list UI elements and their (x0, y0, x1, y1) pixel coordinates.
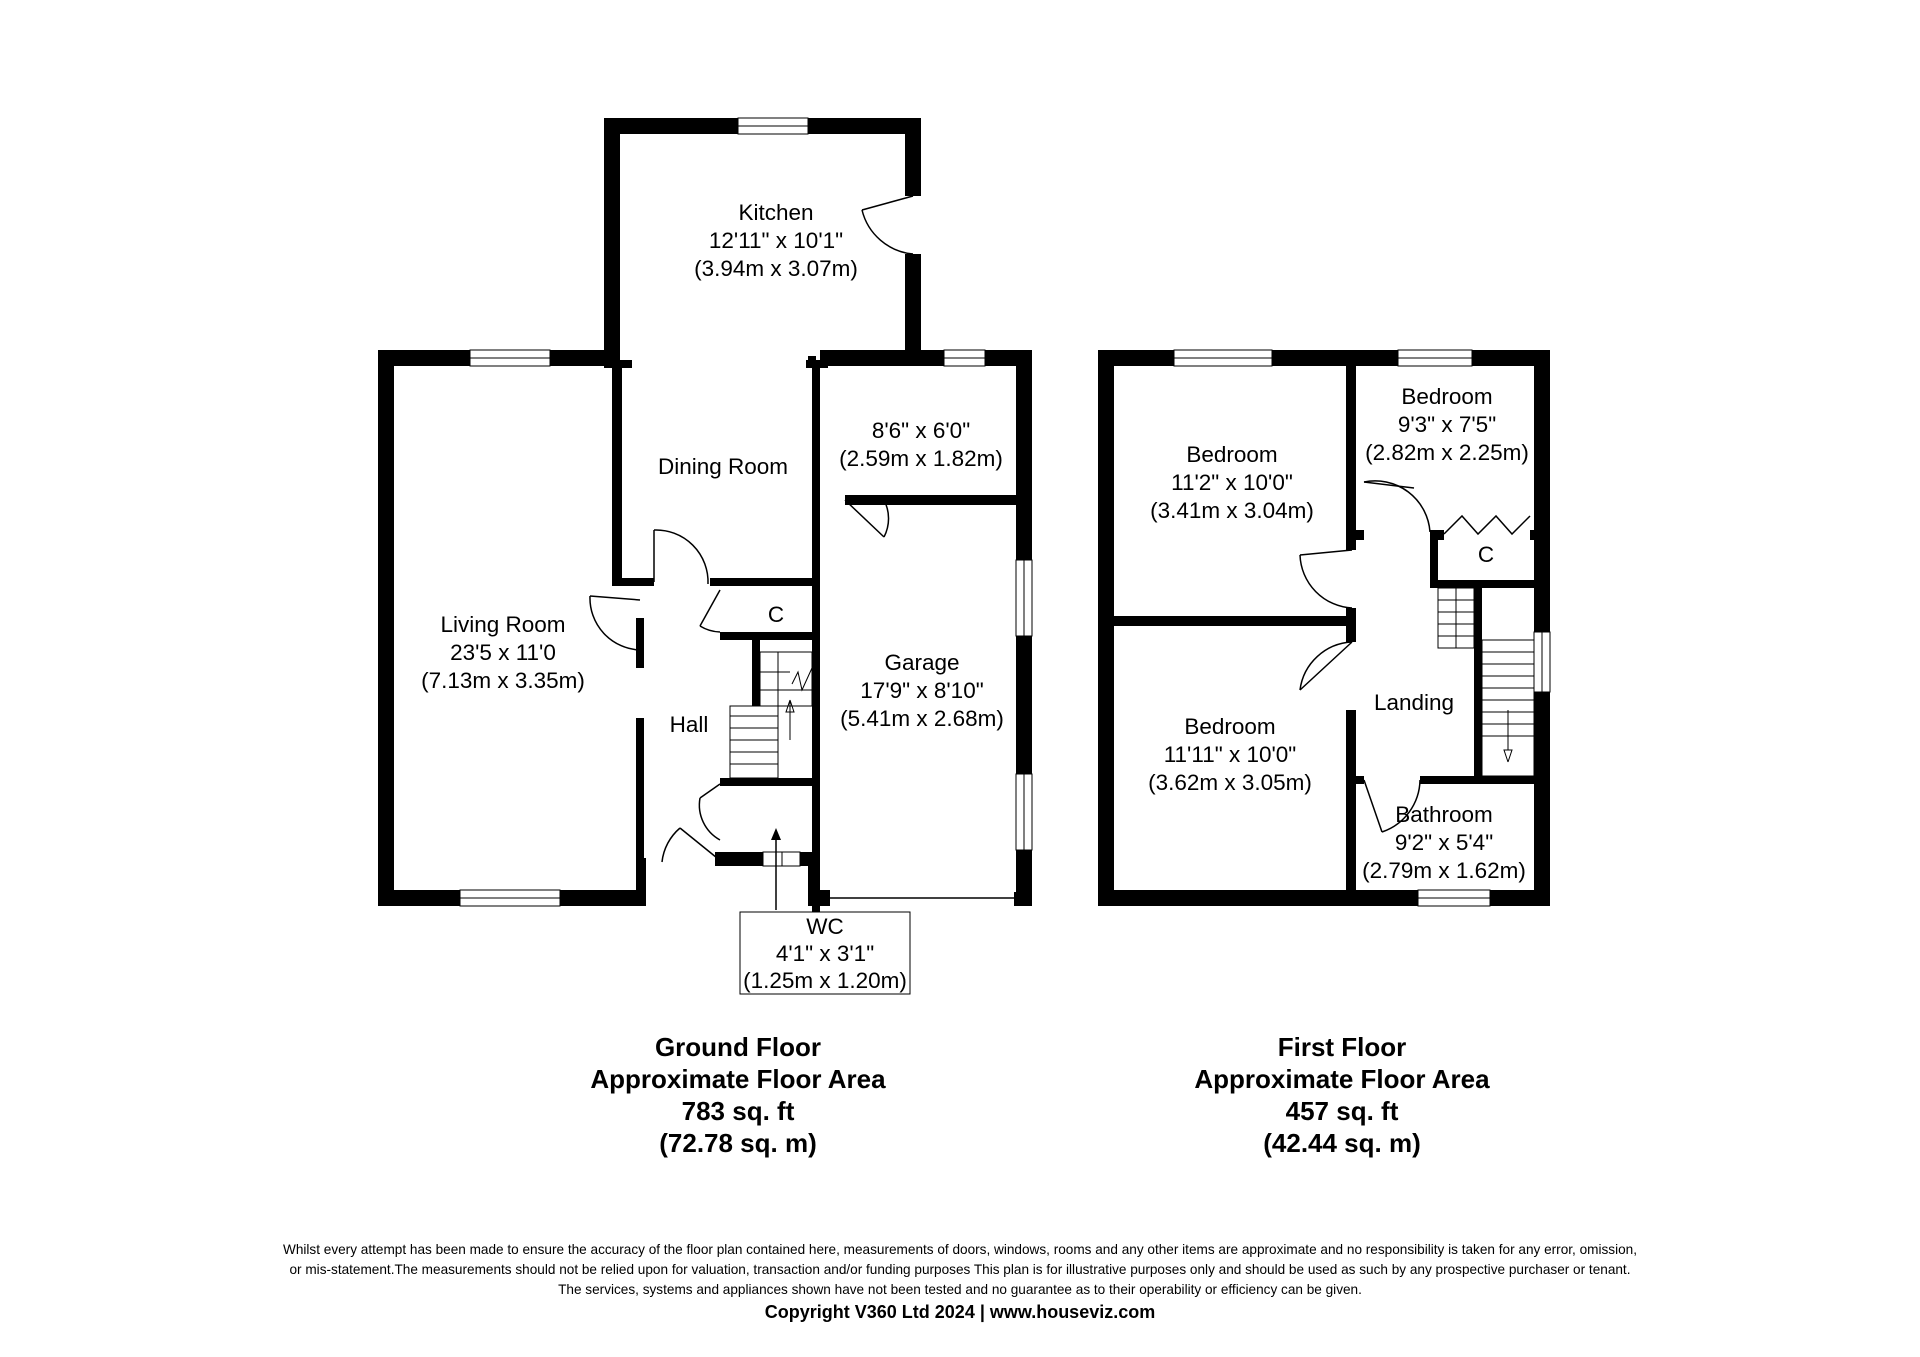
gf-cupboard-label: C (768, 602, 784, 627)
garage-metric: (5.41m x 2.68m) (840, 706, 1004, 731)
ff-cupboard-label: C (1478, 542, 1494, 567)
ground-floor-subtitle: Approximate Floor Area (590, 1064, 886, 1094)
garage-imperial: 17'9" x 8'10" (860, 678, 983, 703)
bedroom-1-imperial: 11'2" x 10'0" (1171, 470, 1293, 495)
stairs (729, 587, 1535, 779)
first-floor-walls (1098, 350, 1550, 906)
wc-imperial: 4'1" x 3'1" (776, 941, 874, 966)
landing-name: Landing (1374, 690, 1454, 715)
windows (459, 117, 1551, 907)
kitchen-metric: (3.94m x 3.07m) (694, 256, 858, 281)
ground-floor-walls (378, 118, 1032, 960)
copyright: Copyright V360 Ltd 2024 | www.houseviz.c… (764, 1302, 1156, 1322)
wc-metric: (1.25m x 1.20m) (743, 968, 907, 993)
disclaimer-line: The services, systems and appliances sho… (558, 1282, 1362, 1297)
first-floor-area-imperial: 457 sq. ft (1286, 1096, 1399, 1126)
first-floor-area-metric: (42.44 sq. m) (1263, 1128, 1421, 1158)
utility-imperial: 8'6" x 6'0" (872, 418, 970, 443)
disclaimer-line: or mis-statement.The measurements should… (289, 1262, 1631, 1277)
kitchen-imperial: 12'11" x 10'1" (709, 228, 843, 253)
bedroom-3-metric: (3.62m x 3.05m) (1148, 770, 1312, 795)
bedroom-3-name: Bedroom (1184, 714, 1275, 739)
ground-floor-title: Ground Floor (655, 1032, 821, 1062)
bedroom-2-metric: (2.82m x 2.25m) (1365, 440, 1529, 465)
wc-label-box (739, 911, 911, 995)
wc-name: WC (806, 914, 844, 939)
bathroom-imperial: 9'2" x 5'4" (1395, 830, 1493, 855)
bedroom-3-imperial: 11'11" x 10'0" (1164, 742, 1297, 767)
garage-name: Garage (884, 650, 959, 675)
doors (589, 195, 1531, 863)
utility-metric: (2.59m x 1.82m) (839, 446, 1003, 471)
bathroom-metric: (2.79m x 1.62m) (1362, 858, 1526, 883)
hall-name: Hall (670, 712, 709, 737)
living-room-imperial: 23'5 x 11'0 (450, 640, 556, 665)
bedroom-1-name: Bedroom (1186, 442, 1277, 467)
bedroom-1-metric: (3.41m x 3.04m) (1150, 498, 1314, 523)
ground-floor-area-metric: (72.78 sq. m) (659, 1128, 817, 1158)
bathroom-name: Bathroom (1395, 802, 1493, 827)
first-floor-title: First Floor (1278, 1032, 1407, 1062)
dining-room-name: Dining Room (658, 454, 788, 479)
bedroom-2-imperial: 9'3" x 7'5" (1398, 412, 1496, 437)
living-room-metric: (7.13m x 3.35m) (421, 668, 585, 693)
first-floor-subtitle: Approximate Floor Area (1194, 1064, 1490, 1094)
kitchen-name: Kitchen (738, 200, 813, 225)
entrance-marker (771, 828, 781, 910)
ground-floor-area-imperial: 783 sq. ft (682, 1096, 795, 1126)
living-room-name: Living Room (440, 612, 565, 637)
bedroom-2-name: Bedroom (1401, 384, 1492, 409)
disclaimer-line: Whilst every attempt has been made to en… (282, 1242, 1638, 1257)
disclaimer: Whilst every attempt has been made to en… (120, 1240, 1800, 1300)
